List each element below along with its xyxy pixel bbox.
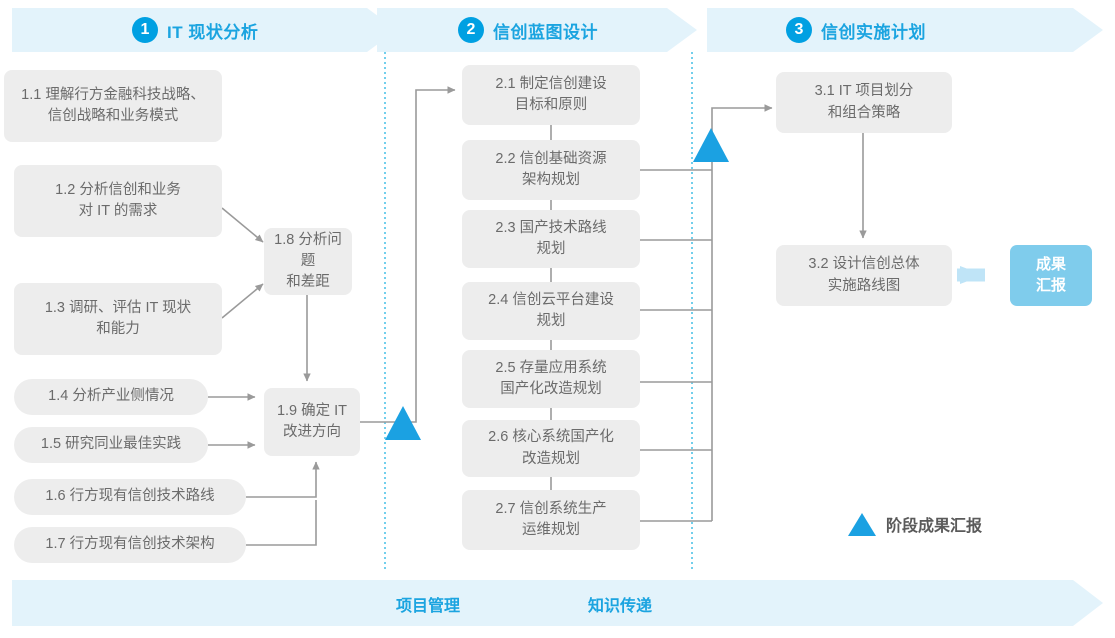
phase-3-badge: 3 (786, 17, 812, 43)
phase-1-title: IT 现状分析 (167, 22, 259, 42)
node-2-1[interactable]: 2.1 制定信创建设 目标和原则 (462, 65, 640, 125)
legend-label: 阶段成果汇报 (886, 518, 983, 535)
node-2-4[interactable]: 2.4 信创云平台建设 规划 (462, 282, 640, 340)
node-3-2[interactable]: 3.2 设计信创总体 实施路线图 (776, 245, 952, 306)
legend: 阶段成果汇报 (848, 512, 982, 536)
node-1-2[interactable]: 1.2 分析信创和业务 对 IT 的需求 (14, 165, 222, 237)
phase-2-header[interactable]: 2 信创蓝图设计 (458, 8, 598, 52)
node-2-6[interactable]: 2.6 核心系统国产化 改造规划 (462, 420, 640, 477)
phase-2-title: 信创蓝图设计 (493, 22, 598, 42)
node-3-1[interactable]: 3.1 IT 项目划分 和组合策略 (776, 72, 952, 133)
node-1-9[interactable]: 1.9 确定 IT 改进方向 (264, 388, 360, 456)
milestone-triangle-phase1 (385, 406, 421, 440)
bottom-label-project-management[interactable]: 项目管理 (396, 598, 461, 615)
phase-3-title: 信创实施计划 (821, 22, 926, 42)
node-1-7[interactable]: 1.7 行方现有信创技术架构 (14, 527, 246, 563)
node-2-7[interactable]: 2.7 信创系统生产 运维规划 (462, 490, 640, 550)
node-1-8[interactable]: 1.8 分析问题 和差距 (264, 228, 352, 295)
bottom-band (12, 580, 1103, 626)
node-1-1[interactable]: 1.1 理解行方金融科技战略、 信创战略和业务模式 (4, 70, 222, 142)
node-1-3[interactable]: 1.3 调研、评估 IT 现状 和能力 (14, 283, 222, 355)
node-2-3[interactable]: 2.3 国产技术路线 规划 (462, 210, 640, 268)
node-1-4[interactable]: 1.4 分析产业侧情况 (14, 379, 208, 415)
node-1-5[interactable]: 1.5 研究同业最佳实践 (14, 427, 208, 463)
phase-1-header[interactable]: 1 IT 现状分析 (132, 8, 258, 52)
triangle-milestone-icon (848, 512, 876, 536)
node-2-5[interactable]: 2.5 存量应用系统 国产化改造规划 (462, 350, 640, 408)
milestone-triangle-phase2 (693, 128, 729, 162)
node-2-2[interactable]: 2.2 信创基础资源 架构规划 (462, 140, 640, 200)
phase-1-badge: 1 (132, 17, 158, 43)
bottom-label-knowledge-transfer[interactable]: 知识传递 (588, 598, 653, 615)
phase-2-badge: 2 (458, 17, 484, 43)
phase-3-header[interactable]: 3 信创实施计划 (786, 8, 926, 52)
result-report-node[interactable]: 成果 汇报 (1010, 245, 1092, 306)
node-1-6[interactable]: 1.6 行方现有信创技术路线 (14, 479, 246, 515)
